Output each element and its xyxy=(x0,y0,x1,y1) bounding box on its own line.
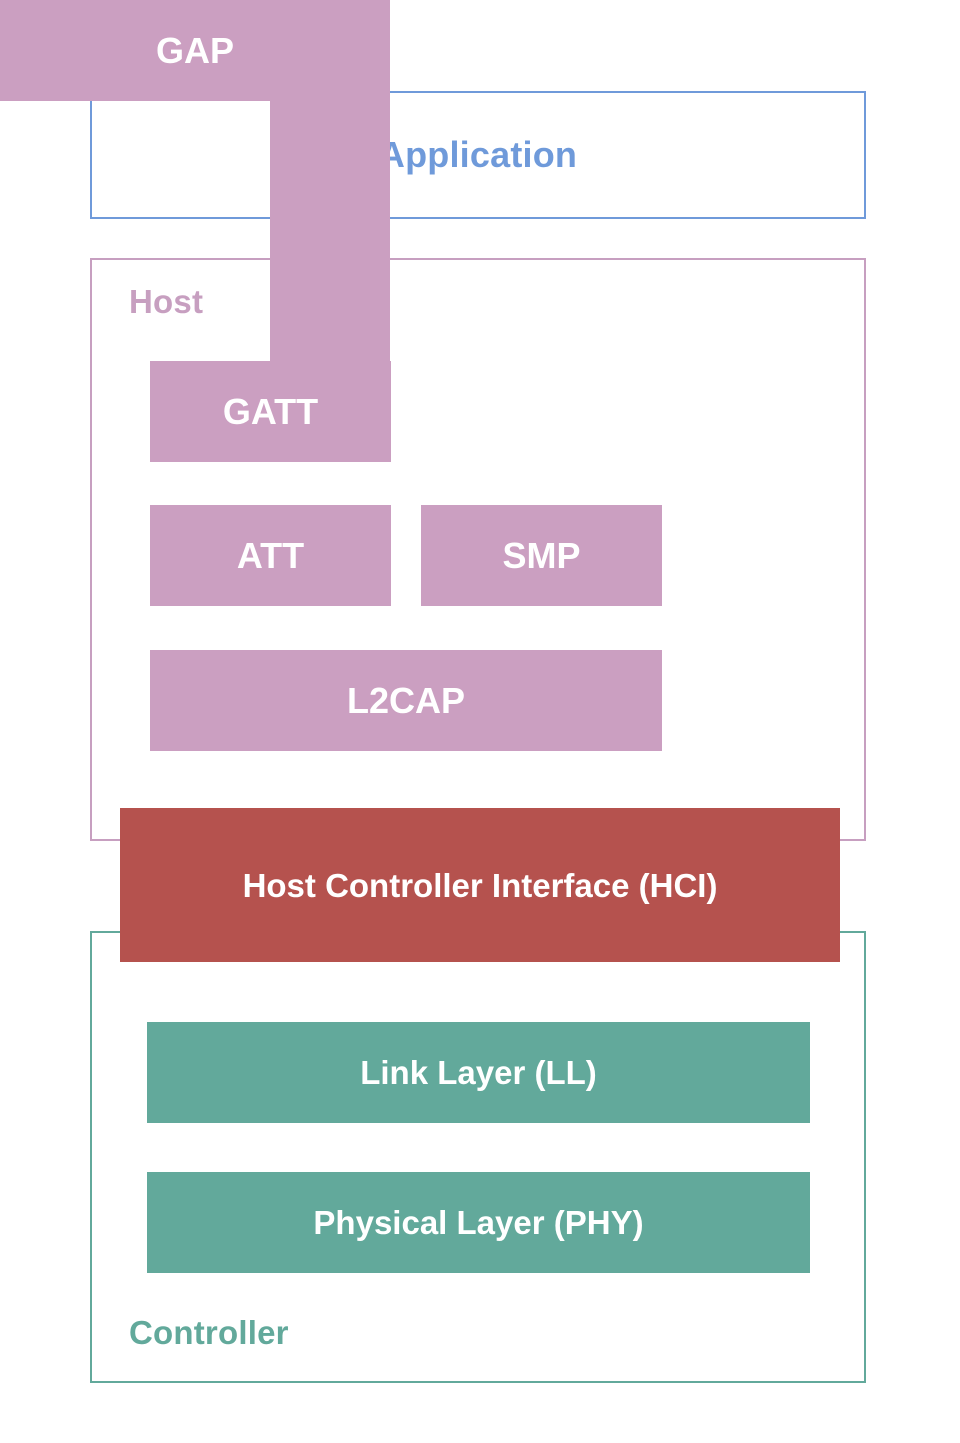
att-block: ATT xyxy=(150,505,391,606)
gap-block-label: GAP xyxy=(155,29,234,71)
host-layer-label: Host xyxy=(129,283,204,320)
physical-layer-block: Physical Layer (PHY) xyxy=(147,1172,810,1273)
controller-layer-label: Controller xyxy=(129,1314,289,1351)
application-layer-box xyxy=(90,91,866,219)
smp-block: SMP xyxy=(421,505,662,606)
application-layer-label: Application xyxy=(378,134,578,175)
gap-block-right-arm xyxy=(270,101,390,390)
host-controller-interface-block: Host Controller Interface (HCI) xyxy=(120,808,840,962)
l2cap-block: L2CAP xyxy=(150,650,662,751)
link-layer-block: Link Layer (LL) xyxy=(147,1022,810,1123)
gap-block-top-arm xyxy=(0,0,390,101)
gap-block: GAP xyxy=(0,0,390,390)
